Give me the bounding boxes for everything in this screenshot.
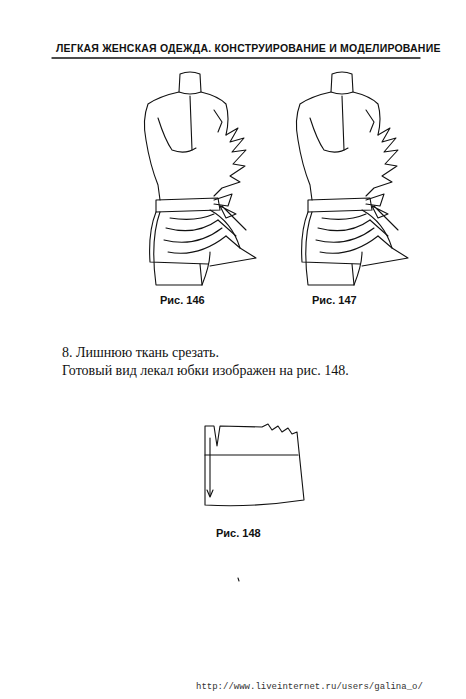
figure-caption: Рис. 147 xyxy=(312,294,357,307)
header-rule xyxy=(52,57,420,58)
dress-form-figure xyxy=(296,72,408,285)
watermark: http://www.liveinternet.ru/users/galina_… xyxy=(196,682,423,693)
speck xyxy=(238,578,239,581)
running-header: ЛЕГКАЯ ЖЕНСКАЯ ОДЕЖДА. КОНСТРУИРОВАНИЕ И… xyxy=(56,42,441,55)
figure-caption: Рис. 146 xyxy=(160,294,205,307)
figure-caption: Рис. 148 xyxy=(216,527,261,540)
skirt-pattern-piece xyxy=(205,424,304,506)
instruction-step: 8. Лишнюю ткань срезать. xyxy=(62,345,219,362)
dress-form-figure xyxy=(144,72,256,285)
instruction-text: Готовый вид лекал юбки изображен на рис.… xyxy=(62,363,349,380)
